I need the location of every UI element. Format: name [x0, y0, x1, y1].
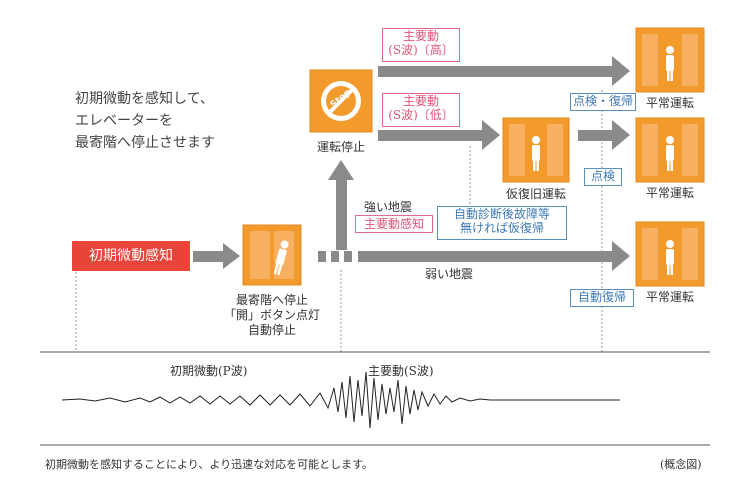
normal-run-label-weak: 平常運転: [645, 290, 694, 304]
elevator-normal-high-icon: [635, 27, 705, 93]
strong-quake-label: 強い地震: [364, 200, 413, 214]
inspect-restore-box: 点検・復帰: [570, 93, 636, 111]
intro-text: 初期微動を感知して、 エレベーターを 最寄階へ停止させます: [75, 91, 215, 151]
first-stop-label: 最寄階へ停止 「開」ボタン点灯 自動停止: [223, 293, 320, 337]
elevator-normal-weak-icon: [635, 221, 705, 287]
main-tremor-detect-box: 主要動感知: [355, 215, 433, 233]
normal-run-label-low: 平常運転: [645, 186, 694, 200]
arrow-high: [378, 56, 630, 86]
footer-note: 初期微動を感知することにより、より迅速な対応を可能とします。: [45, 458, 374, 471]
self-diagnosis-box: 自動診断後故障等 無ければ仮復帰: [437, 206, 567, 240]
auto-restore-box: 自動復帰: [570, 289, 634, 307]
main-tremor-low-box: 主要動 (S波)〔低〕: [382, 93, 460, 127]
elevator-stop-sign-icon: [309, 69, 373, 133]
seismic-wave: [61, 371, 620, 429]
main-tremor-high-box: 主要動 (S波)〔高〕: [382, 28, 460, 62]
arrow-detect-to-stop: [193, 243, 240, 269]
dash-marks: [318, 251, 352, 262]
p-wave-label: 初期微動(P波): [170, 364, 248, 378]
arrow-weak-to-normal: [358, 241, 630, 271]
normal-run-label-high: 平常運転: [645, 96, 694, 110]
elevator-stop-icon: [242, 224, 302, 286]
temp-run-label: 仮復旧運転: [505, 187, 566, 201]
weak-quake-label: 弱い地震: [425, 267, 474, 281]
s-wave-label: 主要動(S波): [368, 364, 434, 378]
arrow-temp-to-normal: [578, 120, 630, 150]
initial-tremor-detect-box: 初期微動感知: [72, 241, 190, 271]
inspect-box: 点検: [584, 168, 622, 186]
concept-label: (概念図): [660, 458, 702, 471]
elevator-temp-run-icon: [502, 117, 570, 183]
arrow-low: [378, 120, 500, 150]
elevator-normal-low-icon: [635, 117, 705, 183]
arrow-up-strong: [328, 160, 354, 250]
operation-stop-label: 運転停止: [316, 140, 365, 154]
